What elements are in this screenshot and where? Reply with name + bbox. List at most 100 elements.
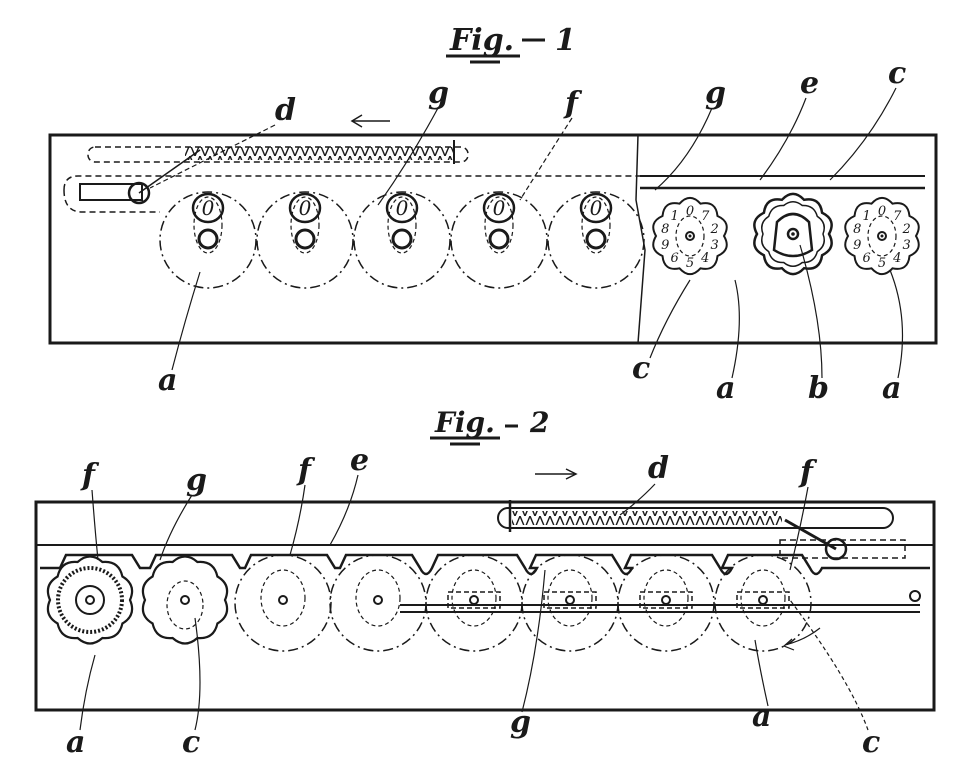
- figure-1-wheel-digit: 1: [671, 209, 679, 224]
- figure-1-counter-wheel: 0: [450, 191, 548, 289]
- figure-2-title: Fig. 2: [430, 406, 549, 446]
- figure-1-digit-window: [579, 192, 613, 224]
- figure-1-labels: d g f g e c a c a b a: [149, 56, 906, 406]
- figure-2-spring-slot: [497, 507, 894, 529]
- figure-1-arrow: [350, 114, 390, 128]
- label-a-left: a: [158, 363, 177, 398]
- figure-1-counter-wheel: 0: [353, 191, 451, 289]
- label-a-mid: a: [716, 371, 735, 406]
- figure-1-wheel-digit: 4: [700, 251, 709, 266]
- figure-1-wheel-digit: 8: [661, 222, 669, 237]
- label-a-right: a: [752, 699, 771, 734]
- label-e: e: [800, 66, 819, 101]
- figure-1-digit-window: [385, 192, 419, 224]
- figure-1-wheel-digit: 4: [892, 251, 901, 266]
- figure-1-digit-window: [191, 192, 225, 224]
- label-f-right: f: [798, 455, 818, 490]
- label-c-left: c: [182, 725, 200, 760]
- label-g-left: g: [186, 463, 207, 498]
- figure-1-counter-wheel: 0: [159, 191, 257, 289]
- figure-2-axle: [469, 595, 479, 605]
- figure-1-axle: [197, 228, 219, 250]
- figure-1-wheel-digit: 0: [878, 204, 886, 219]
- label-a-right: a: [882, 371, 901, 406]
- figure-2: Fig. 2 f g: [34, 406, 936, 760]
- figure-1-wheel-digit: 7: [701, 209, 710, 224]
- figure-1-counter-wheel: 0: [256, 191, 354, 289]
- label-d: d: [275, 93, 296, 128]
- figure-2-arrow: [535, 468, 578, 480]
- figure-1-window-digit: 0: [299, 196, 312, 220]
- figure-1-window-digit: 0: [493, 196, 506, 220]
- label-f: f: [563, 86, 583, 121]
- figure-2-axle: [180, 595, 190, 605]
- figure-2-rail-bracket: [639, 591, 693, 609]
- figure-1-wheel-digit: 6: [671, 251, 679, 266]
- figure-1-wheel-digit: 9: [661, 238, 669, 253]
- label-g-bottom: g: [510, 705, 531, 740]
- figure-2-wheels: [46, 554, 812, 652]
- figure-1-axle: [585, 228, 607, 250]
- figure-1-axle: [294, 228, 316, 250]
- figure-2-wheel: [521, 554, 619, 652]
- figure-1-drive-wheel: [753, 192, 833, 276]
- label-c-bottom: c: [632, 351, 650, 386]
- label-c-top: c: [888, 56, 906, 91]
- figure-1-lower-slot: [63, 175, 650, 191]
- figure-1-wheel-digit: 3: [903, 238, 911, 253]
- figure-1-counter-wheels: 0 0 0 0 0: [159, 191, 645, 289]
- figure-2-wheel: [141, 555, 229, 645]
- label-a-left: a: [66, 725, 85, 760]
- figure-1-window-digit: 0: [202, 196, 215, 220]
- figure-2-axle: [661, 595, 671, 605]
- figure-2-wheel: [234, 554, 332, 652]
- figure-2-rail-pin: [909, 590, 921, 602]
- figure-2-wheel: [329, 554, 427, 652]
- figure-1-window-digit: 0: [590, 196, 603, 220]
- figure-1-wheel-digit: 2: [902, 222, 911, 237]
- figure-1-cut-line: [635, 134, 646, 344]
- figure-2-axle: [278, 595, 288, 605]
- figure-1-axle: [391, 228, 413, 250]
- figure-1-wheel-digit: 3: [711, 238, 719, 253]
- figure-1-wheel-digit: 8: [853, 222, 861, 237]
- figure-2-rail-bracket: [736, 591, 790, 609]
- label-b: b: [808, 371, 829, 406]
- figure-1-wheel-digit: 5: [686, 256, 694, 271]
- figure-1-number: 1: [555, 23, 576, 58]
- label-g-right: g: [705, 76, 726, 111]
- figure-1-pusher-pin: [127, 181, 151, 205]
- figure-2-casing: [34, 500, 936, 712]
- label-g: g: [428, 76, 449, 111]
- figure-2-axle: [565, 595, 575, 605]
- figure-1-wheel-digit: 7: [893, 209, 902, 224]
- figure-2-pawl-profile: [40, 553, 930, 576]
- label-f-mid: f: [296, 453, 316, 488]
- figure-2-title-text: Fig.: [434, 406, 495, 439]
- figure-2-wheel: [714, 554, 812, 652]
- figure-2-rail-bracket: [543, 591, 597, 609]
- figure-2-axle: [85, 595, 95, 605]
- figure-1-digit-window: [482, 192, 516, 224]
- figure-1-pusher: [79, 183, 143, 201]
- label-f-left: f: [80, 458, 100, 493]
- figure-1-window-digit: 0: [396, 196, 409, 220]
- figure-1-digit-window: [288, 192, 322, 224]
- figure-2-wheel: [425, 554, 523, 652]
- figure-1-wheel-digit: 2: [710, 222, 719, 237]
- figure-1-wheel-digit: 0: [686, 204, 694, 219]
- figure-2-number: 2: [529, 406, 549, 439]
- label-e: e: [350, 443, 369, 478]
- figure-1-title-text: Fig.: [449, 23, 514, 58]
- figure-1-axle: [488, 228, 510, 250]
- figure-2-pusher-pin: [824, 537, 848, 561]
- figure-1-title: Fig. 1: [446, 23, 576, 64]
- figure-1-counter-wheel: 0: [547, 191, 645, 289]
- figure-2-spring: [512, 511, 782, 525]
- label-d: d: [648, 451, 669, 486]
